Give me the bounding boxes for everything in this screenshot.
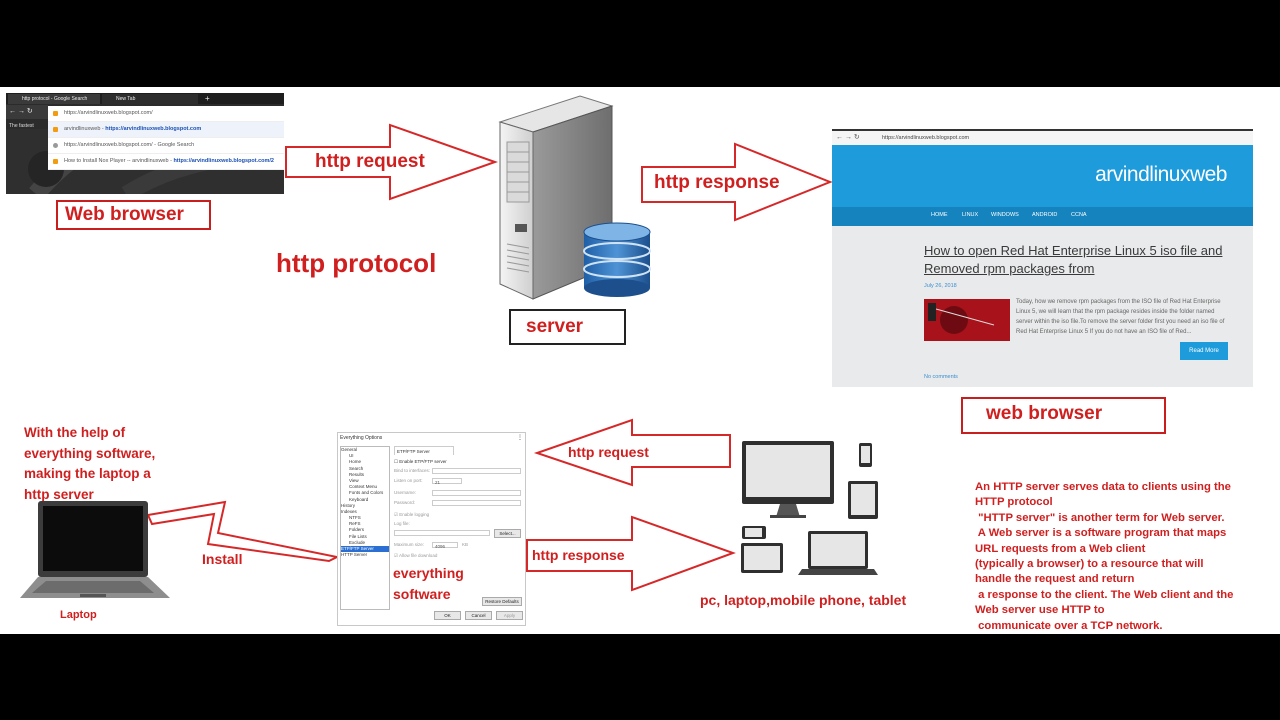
http-protocol-label: http protocol [276, 248, 437, 278]
tree-item[interactable]: Folders [349, 527, 365, 533]
everything-software-label: everything software [393, 565, 464, 602]
read-more-button[interactable]: Read More [1180, 342, 1228, 360]
tree-item[interactable]: Fonts and Colors [349, 490, 384, 496]
blog-website-screenshot: ← → ↻ https://arvindlinuxweb.blogspot.co… [832, 129, 1253, 387]
http-request-top-label: http request [315, 151, 425, 172]
tab-new-tab: New Tab [102, 94, 198, 104]
nav-arrows-icon: ← → ↻ [6, 105, 48, 119]
max-size-field[interactable]: 4096 [432, 542, 458, 549]
suggestion-item[interactable]: arvindlinuxweb - https://arvindlinuxweb.… [48, 122, 284, 138]
new-tab-plus-icon: + [205, 94, 210, 103]
tree-item[interactable]: Keyboard [349, 496, 369, 502]
tree-item-selected[interactable]: ETP/FTP Server [341, 546, 389, 553]
password-row: Password: [394, 499, 522, 507]
ok-button[interactable]: OK [434, 611, 461, 620]
group-title: ETP/FTP Server [394, 446, 454, 455]
server-tower-icon [498, 95, 651, 300]
install-lightning-arrow [146, 500, 341, 563]
tab-google-search: http protocol - Google Search [8, 94, 100, 104]
bookmark-text: The fastest [9, 123, 34, 129]
tree-item[interactable]: Search [349, 465, 364, 471]
tree-item[interactable]: General [341, 447, 358, 452]
bind-row: Bind to interfaces: [394, 467, 522, 475]
username-field[interactable] [432, 490, 521, 496]
laptop-icon [20, 501, 170, 598]
http-server-description: An HTTP server serves data to clients us… [975, 481, 1234, 632]
tree-item[interactable]: ReFS [349, 521, 361, 527]
post-title[interactable]: How to open Red Hat Enterprise Linux 5 i… [924, 243, 1223, 276]
server-label: server [509, 309, 626, 345]
blog-nav: HOME LINUX WINDOWS ANDROID CCNA [832, 207, 1253, 226]
blog-header: arvindlinuxweb [832, 145, 1253, 207]
everything-options-window: Everything Options ⋮ General UI Home Sea… [337, 432, 526, 626]
devices-label: pc, laptop,mobile phone, tablet [700, 592, 907, 608]
log-file-field[interactable] [394, 530, 490, 536]
restore-defaults-button[interactable]: Restore Defaults [482, 597, 522, 606]
nav-arrows-icon: ← → ↻ [836, 134, 860, 141]
post-date: July 26, 2018 [924, 283, 957, 289]
comments-link[interactable]: No comments [924, 374, 958, 380]
tree-item[interactable]: History [341, 502, 356, 508]
blog-address-bar: ← → ↻ https://arvindlinuxweb.blogspot.co… [832, 131, 1253, 145]
suggestion-item[interactable]: https://arvindlinuxweb.blogspot.com/ [48, 106, 284, 122]
tree-item[interactable]: Exclude [349, 539, 366, 545]
tree-item[interactable]: HTTP Server [341, 552, 368, 558]
tree-item[interactable]: Indexes [341, 508, 357, 514]
http-request-bottom-arrow [533, 418, 731, 487]
chrome-browser-screenshot: http protocol - Google Search New Tab + … [6, 93, 284, 194]
tree-item[interactable]: UI [349, 453, 354, 459]
port-field[interactable]: 21 [432, 478, 462, 485]
http-response-bottom-label: http response [532, 547, 625, 563]
web-browser-right-label: web browser [961, 397, 1166, 434]
port-row: Listen on port:21 [394, 477, 522, 485]
cancel-button[interactable]: Cancel [465, 611, 492, 620]
options-tree: General UI Home Search Results View Cont… [340, 446, 390, 610]
enable-server-checkbox[interactable]: ☐ Enable ETP/FTP server [394, 459, 447, 464]
nav-item-windows[interactable]: WINDOWS [991, 212, 1019, 218]
tree-item[interactable]: Results [349, 471, 365, 477]
site-title[interactable]: arvindlinuxweb [1095, 163, 1227, 186]
web-browser-left-label: Web browser [56, 200, 211, 230]
suggestion-item[interactable]: https://arvindlinuxweb.blogspot.com/ - G… [48, 138, 284, 154]
suggestion-item[interactable]: How to Install Nox Player -- arvindlinux… [48, 154, 284, 170]
tree-item[interactable]: Context Menu [349, 484, 378, 490]
http-request-bottom-label: http request [568, 444, 649, 460]
diagram-canvas: http protocol - Google Search New Tab + … [0, 87, 1280, 634]
close-icon[interactable]: ⋮ [517, 435, 523, 441]
laptop-caption: With the help of everything software, ma… [24, 425, 156, 502]
tree-item[interactable]: Home [349, 459, 362, 465]
post-excerpt: Today, how we remove rpm packages from t… [1016, 299, 1225, 335]
post-thumbnail[interactable] [924, 299, 1010, 341]
bind-field[interactable] [432, 468, 521, 474]
logging-checkbox[interactable]: ☑ Enable logging [394, 512, 430, 517]
apply-button[interactable]: Apply [496, 611, 523, 620]
arrows-layer [146, 123, 833, 592]
select-button[interactable]: Select... [494, 529, 521, 538]
username-row: Username: [394, 489, 522, 497]
http-response-top-arrow [641, 142, 833, 222]
tree-item[interactable]: NTFS [349, 515, 361, 521]
laptop-label: Laptop [60, 609, 97, 621]
log-file-row: Select... [394, 529, 522, 538]
tree-item[interactable]: File Lists [349, 533, 367, 539]
nav-item-home[interactable]: HOME [931, 212, 948, 218]
allow-download-checkbox[interactable]: ☑ Allow file download [394, 553, 438, 558]
nav-item-linux[interactable]: LINUX [962, 212, 979, 218]
etp-panel: ETP/FTP Server ☐ Enable ETP/FTP server B… [394, 446, 522, 608]
tree-item[interactable]: View [349, 477, 359, 483]
http-response-bottom-arrow [526, 515, 736, 592]
install-label: Install [202, 551, 243, 567]
devices-icon [741, 441, 878, 575]
tab-bar: http protocol - Google Search New Tab + [6, 93, 284, 104]
nav-item-ccna[interactable]: CCNA [1071, 212, 1087, 218]
password-field[interactable] [432, 500, 521, 506]
address-suggestions: https://arvindlinuxweb.blogspot.com/ arv… [48, 106, 284, 170]
log-file-label: Log file: [394, 521, 410, 526]
nav-item-android[interactable]: ANDROID [1032, 212, 1058, 218]
window-title: Everything Options [340, 435, 383, 441]
http-response-top-label: http response [654, 172, 780, 193]
http-request-top-arrow [285, 123, 499, 201]
